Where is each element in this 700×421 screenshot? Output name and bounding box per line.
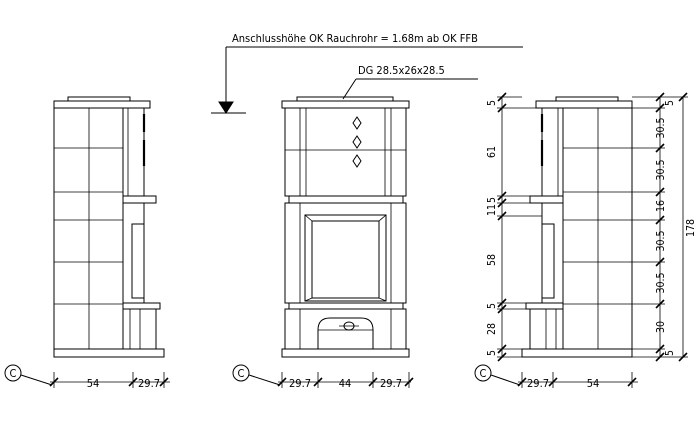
dim-left-depth: 54 <box>87 377 100 390</box>
dim-outer-8: 5 <box>664 350 676 356</box>
dg-callout: DG 28.5x26x28.5 <box>342 64 478 100</box>
firebox-profile <box>541 202 564 304</box>
dim-outer-5: 30.5 <box>655 230 667 251</box>
outer-vertical-dimensions: 5 30.5 30.5 16 30.5 30.5 30 5 <box>632 92 676 362</box>
dim-inner-5: 58 <box>486 254 498 266</box>
left-side-view <box>53 96 165 358</box>
firebox-block <box>284 202 407 304</box>
dim-inner-6: 5 <box>486 303 498 309</box>
plinth <box>521 348 633 358</box>
middle-cornice <box>288 195 404 204</box>
front-view <box>281 96 410 358</box>
view-marker-left: C <box>4 364 53 386</box>
view-marker-circle <box>4 364 22 382</box>
ash-door-arch <box>317 317 374 349</box>
dim-inner-2: 61 <box>486 146 498 158</box>
top-cap <box>555 96 619 102</box>
firebox-door-profile <box>131 223 145 299</box>
dim-outer-2: 30.5 <box>655 117 667 138</box>
dim-outer-7: 30 <box>655 321 667 333</box>
dg-leader <box>342 78 357 100</box>
total-height-label: 178 <box>685 219 697 237</box>
right-view-horizontal-dimensions: 29.7 54 <box>517 372 638 390</box>
firebox-door-profile <box>541 223 555 299</box>
dim-front-left: 29.7 <box>289 377 311 390</box>
top-cap <box>296 96 394 102</box>
dim-outer-3: 30.5 <box>655 159 667 180</box>
connection-height-note: Anschlusshöhe OK Rauchrohr = 1.68m ab OK… <box>211 32 523 114</box>
dim-inner-7: 28 <box>486 323 498 335</box>
lower-cornice <box>122 302 161 310</box>
level-triangle-icon <box>218 101 234 114</box>
top-cap <box>67 96 131 102</box>
tile-body <box>562 107 633 350</box>
lower-cornice <box>525 302 564 310</box>
connection-height-text: Anschlusshöhe OK Rauchrohr = 1.68m ab OK… <box>232 32 478 45</box>
diamond-ornament-icon <box>352 135 362 149</box>
right-side-view <box>521 96 633 358</box>
view-marker-circle <box>474 364 492 382</box>
dim-right-depth: 54 <box>587 377 600 390</box>
top-cornice <box>53 100 151 109</box>
top-cornice <box>281 100 410 109</box>
dim-outer-6: 30.5 <box>655 272 667 293</box>
top-cornice <box>535 100 633 109</box>
base-profile <box>122 308 157 350</box>
dim-outer-4: 16 <box>655 200 667 212</box>
dim-outer-1: 5 <box>664 100 676 106</box>
base-profile <box>529 308 564 350</box>
diamond-ornament-icon <box>352 116 362 130</box>
view-marker-circle <box>232 364 250 382</box>
diamond-ornament-icon <box>352 154 362 168</box>
dim-front-right: 29.7 <box>380 377 402 390</box>
total-height-dimension: 178 <box>665 92 697 362</box>
view-marker-letter: C <box>480 367 487 380</box>
tile-body <box>53 107 124 350</box>
dim-inner-4: 11 <box>486 204 498 216</box>
plinth <box>53 348 165 358</box>
middle-cornice <box>529 195 564 204</box>
inner-vertical-dimensions: 5 61 5 11 58 5 28 5 <box>486 92 542 362</box>
dg-label: DG 28.5x26x28.5 <box>358 64 445 77</box>
plinth <box>281 348 410 358</box>
view-marker-letter: C <box>10 367 17 380</box>
upper-front-profile <box>541 107 564 197</box>
dim-left-front: 29.7 <box>138 377 160 390</box>
view-marker-right: C <box>474 364 521 386</box>
front-view-horizontal-dimensions: 29.7 44 29.7 <box>277 372 414 390</box>
lower-cornice <box>288 302 404 310</box>
middle-cornice <box>122 195 157 204</box>
upper-tile-block <box>284 107 407 197</box>
view-marker-front: C <box>232 364 281 386</box>
view-marker-letter: C <box>238 367 245 380</box>
dim-inner-1: 5 <box>486 100 498 106</box>
firebox-profile <box>122 202 145 304</box>
dim-inner-8: 5 <box>486 350 498 356</box>
dim-inner-3: 5 <box>486 197 498 203</box>
firebox-door-frame <box>304 214 387 302</box>
left-view-horizontal-dimensions: 54 29.7 <box>49 372 170 390</box>
dim-front-center: 44 <box>339 377 352 390</box>
upper-front-profile <box>122 107 145 197</box>
firebox-door <box>311 220 380 299</box>
dim-right-front: 29.7 <box>527 377 549 390</box>
